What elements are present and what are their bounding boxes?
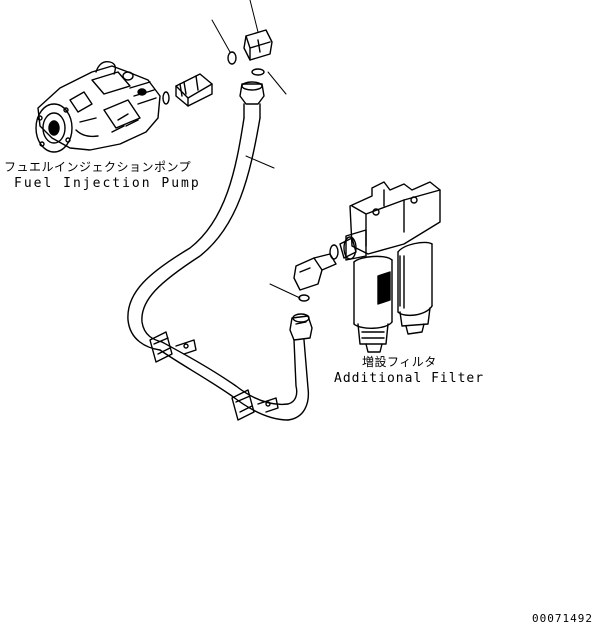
filter-label-english: Additional Filter [334, 371, 485, 386]
upper-elbow-fitting [244, 30, 272, 60]
leader-lines [212, 0, 300, 298]
hose-clamp-left [150, 332, 196, 362]
filter-side-o-ring [299, 295, 309, 301]
drawing-number: 00071492 [532, 612, 593, 625]
upper-o-ring [228, 52, 236, 64]
pump-o-ring [163, 92, 169, 104]
filter-elbow-fitting [294, 254, 336, 290]
hose-top-fitting [240, 82, 264, 118]
hose-bottom-fitting [290, 314, 312, 340]
pump-label-english: Fuel Injection Pump [14, 176, 201, 191]
hose-clamp-right [232, 390, 278, 420]
filter-label-japanese: 増設フィルタ [362, 355, 437, 369]
pump-label-japanese: フュエルインジェクションポンプ [4, 160, 192, 174]
fuel-injection-pump [36, 62, 160, 152]
additional-filter [344, 182, 440, 352]
pump-adapter-fitting [176, 74, 212, 106]
fuel-hose [128, 118, 308, 420]
hose-top-o-ring [252, 69, 264, 75]
